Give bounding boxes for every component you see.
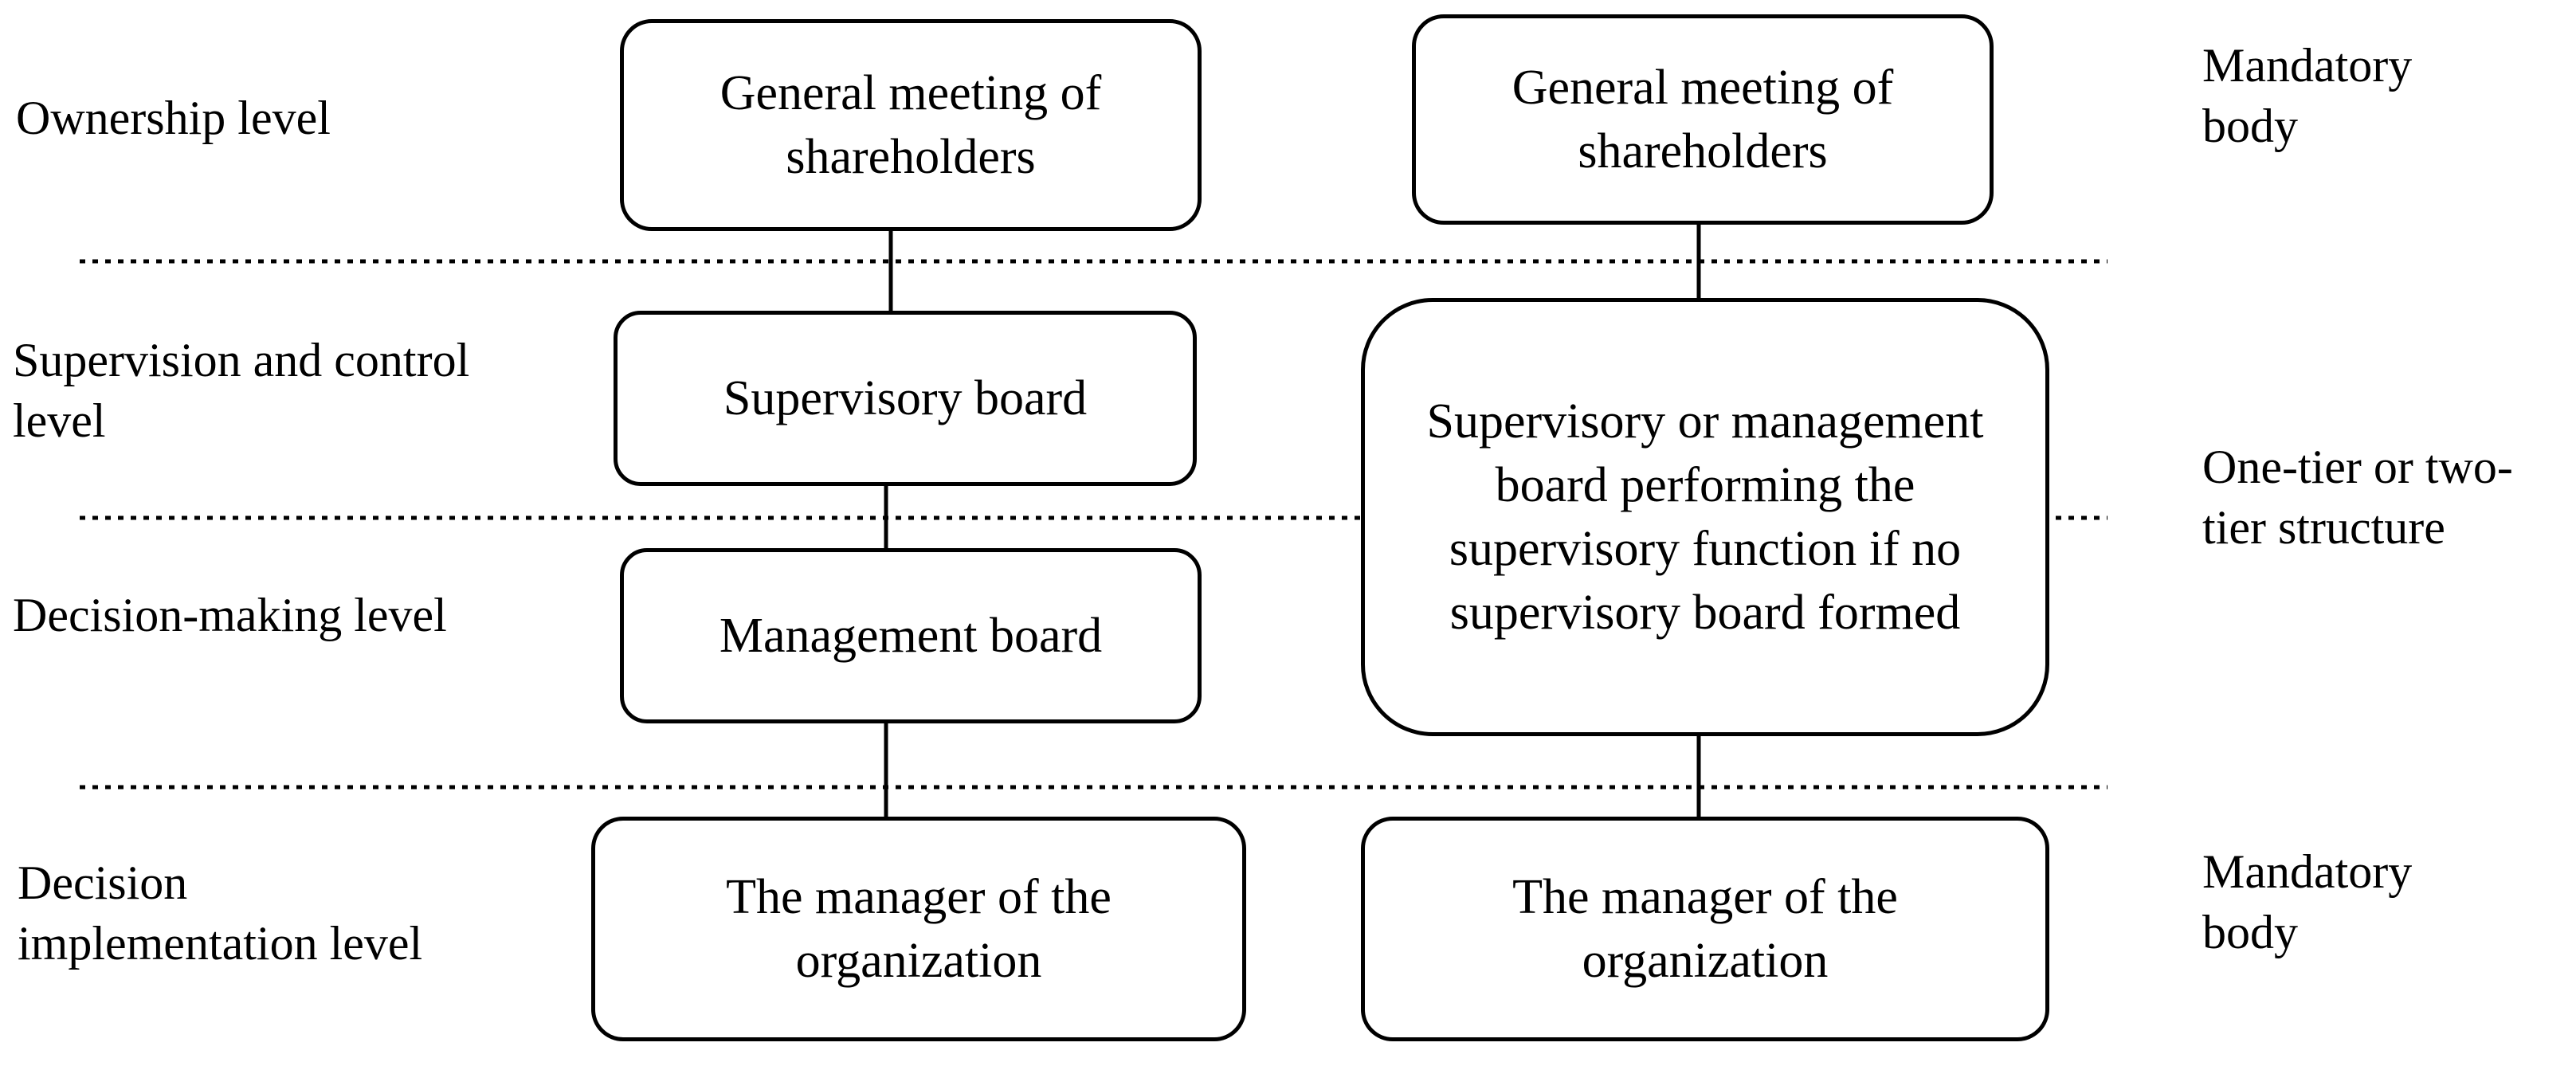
right-gms-box: General meeting of shareholders [1412,14,1994,225]
right-combined-board-box: Supervisory or management board performi… [1361,298,2049,736]
note-mandatory-top: Mandatory body [2202,39,2413,152]
right-manager-box: The manager of the organization [1361,817,2049,1041]
left-management-board-text: Management board [719,609,1103,663]
level-label-ownership: Ownership level [16,92,331,144]
right-combined-board-text: Supervisory or management board performi… [1426,394,1984,640]
left-manager-text: The manager of the organization [726,870,1112,988]
level-label-supervision: Supervision and control level [13,334,470,447]
right-gms-text: General meeting of shareholders [1511,61,1894,178]
left-gms-box: General meeting of shareholders [620,19,1202,231]
left-manager-box: The manager of the organization [591,817,1246,1041]
level-label-implementation: Decision implementation level [18,856,423,970]
left-management-board-box: Management board [620,548,1202,723]
left-supervisory-board-box: Supervisory board [614,311,1197,486]
left-gms-text: General meeting of shareholders [719,66,1102,184]
level-label-decision-making: Decision-making level [13,589,447,641]
note-mandatory-bottom: Mandatory body [2202,845,2413,958]
left-supervisory-board-text: Supervisory board [723,371,1088,425]
note-tier-structure: One-tier or two- tier structure [2202,441,2513,554]
right-manager-text: The manager of the organization [1512,870,1898,988]
